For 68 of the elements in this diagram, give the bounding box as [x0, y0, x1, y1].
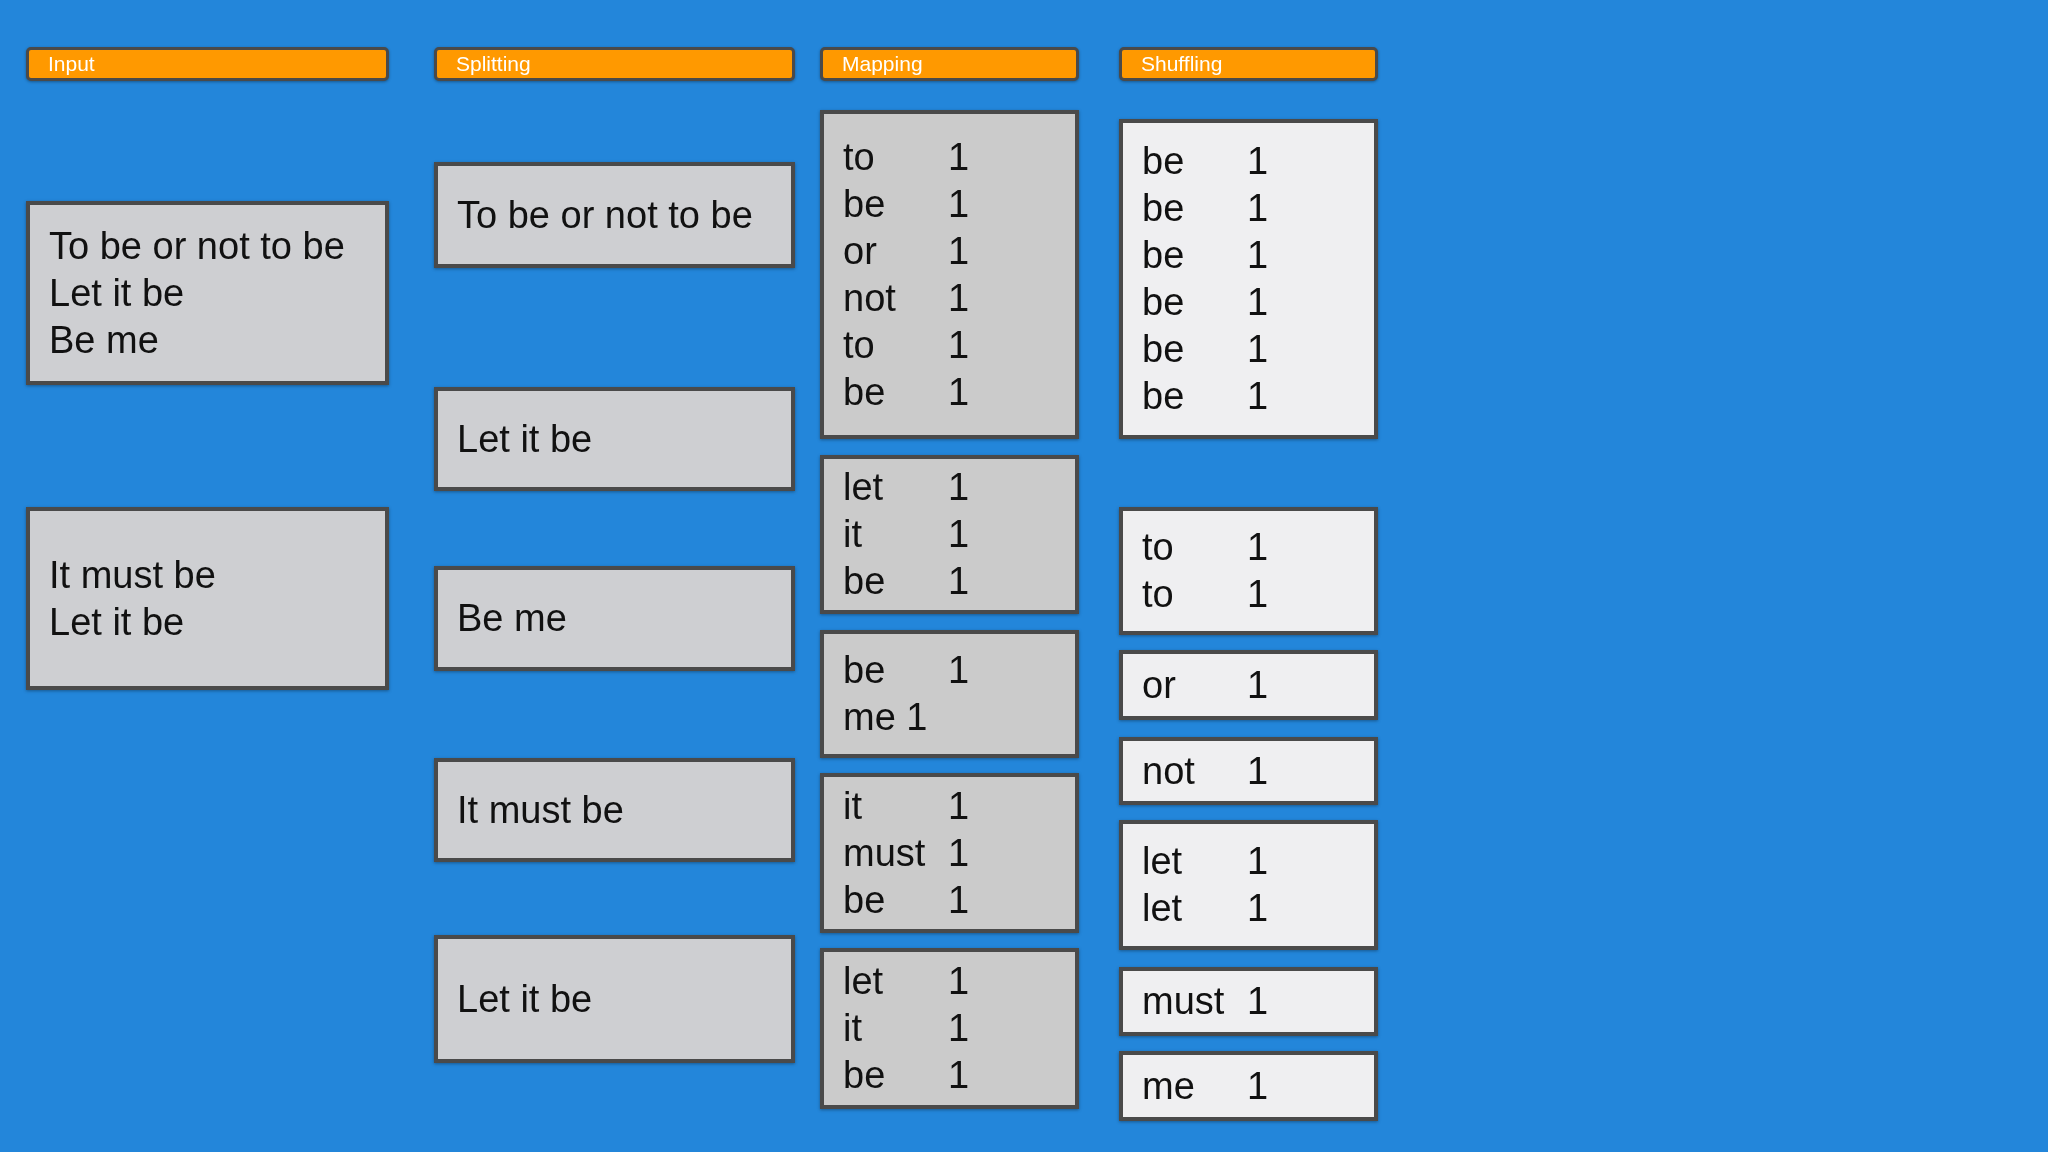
key-value-pair: be 1	[843, 369, 970, 415]
column-header-bar	[26, 47, 389, 81]
key-value-pair: let 1	[843, 465, 970, 510]
key-value-pair: must 1	[843, 830, 970, 876]
sentence-text: To be or not to be	[49, 223, 345, 269]
sentence-text: Let it be	[49, 599, 185, 645]
key-value-card	[1119, 820, 1378, 950]
column-header-bar	[1119, 47, 1378, 81]
key-value-card	[1119, 650, 1378, 720]
sentence-card	[434, 387, 795, 491]
key-value-card	[1119, 737, 1378, 805]
key-value-pair: to 1	[843, 134, 970, 180]
key-value-card	[1119, 507, 1378, 635]
column-title: Splitting	[456, 52, 531, 76]
sentence-text: It must be	[49, 552, 216, 598]
key-value-card	[820, 110, 1079, 439]
key-value-pair: be 1	[1142, 233, 1269, 278]
key-value-card	[820, 630, 1079, 758]
key-value-pair: or 1	[1142, 662, 1269, 708]
key-value-pair: let 1	[843, 959, 970, 1004]
key-value-pair: or 1	[843, 228, 970, 274]
key-value-card	[1119, 967, 1378, 1036]
key-value-pair: be 1	[1142, 186, 1269, 231]
sentence-card	[26, 201, 389, 385]
sentence-text: Let it be	[457, 976, 593, 1022]
key-value-pair: to 1	[1142, 525, 1269, 570]
sentence-card	[434, 758, 795, 862]
column-title: Shuffling	[1141, 52, 1223, 76]
sentence-card	[434, 935, 795, 1063]
key-value-card	[820, 455, 1079, 614]
key-value-pair: be 1	[843, 181, 970, 227]
key-value-card	[1119, 1051, 1378, 1121]
key-value-pair: me 1	[1142, 1063, 1269, 1109]
key-value-pair: it 1	[843, 1006, 970, 1051]
key-value-pair: be 1	[1142, 139, 1269, 184]
sentence-text: Let it be	[457, 416, 593, 462]
key-value-pair: to 1	[1142, 572, 1269, 617]
key-value-pair: be 1	[843, 877, 970, 923]
key-value-pair: be 1	[1142, 374, 1269, 419]
key-value-pair: me 1	[843, 695, 928, 740]
key-value-pair: it 1	[843, 783, 970, 829]
key-value-pair: must 1	[1142, 979, 1269, 1024]
key-value-card	[1119, 119, 1378, 439]
key-value-pair: be 1	[843, 1053, 970, 1098]
key-value-card	[820, 773, 1079, 933]
key-value-pair: be 1	[843, 648, 970, 693]
sentence-text: Be me	[457, 596, 567, 641]
key-value-pair: it 1	[843, 512, 970, 557]
key-value-pair: let 1	[1142, 839, 1269, 884]
key-value-pair: be 1	[843, 559, 970, 604]
key-value-pair: be 1	[1142, 327, 1269, 372]
column-header-bar	[434, 47, 795, 81]
column-title: Mapping	[842, 52, 923, 76]
sentence-card	[26, 507, 389, 690]
sentence-card	[434, 162, 795, 268]
column-header-bar	[820, 47, 1079, 81]
key-value-pair: be 1	[1142, 280, 1269, 325]
column-title: Input	[48, 52, 95, 76]
key-value-pair: let 1	[1142, 886, 1269, 931]
sentence-text: It must be	[457, 787, 624, 833]
key-value-pair: to 1	[843, 322, 970, 368]
key-value-pair: not 1	[1142, 748, 1269, 794]
sentence-text: Let it be	[49, 270, 185, 316]
sentence-text: Be me	[49, 317, 159, 363]
sentence-card	[434, 566, 795, 671]
key-value-card	[820, 948, 1079, 1109]
key-value-pair: not 1	[843, 275, 970, 321]
sentence-text: To be or not to be	[457, 192, 753, 238]
